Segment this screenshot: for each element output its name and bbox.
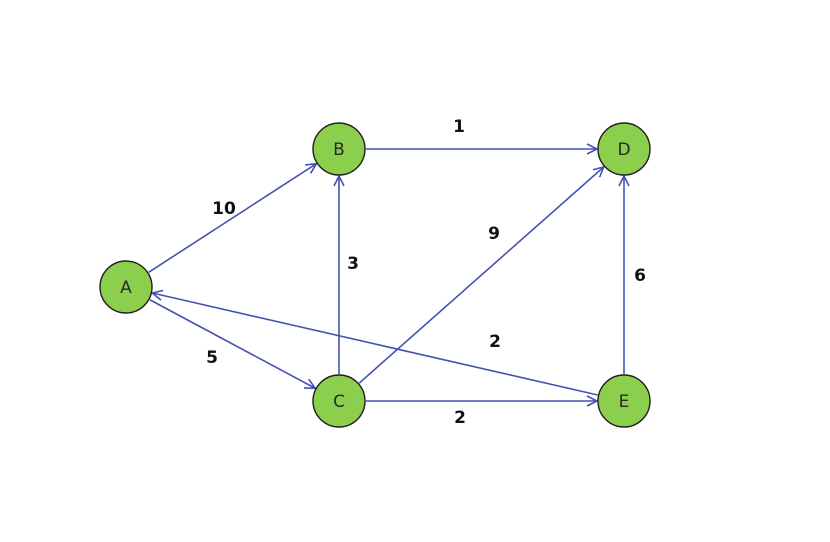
node-circle [99, 260, 153, 314]
edge-weight-a-c: 5 [206, 348, 218, 368]
edge-weight-c-e: 2 [454, 408, 466, 428]
node-a: A [99, 260, 153, 314]
edge-weights-layer: 10 5 1 3 9 2 2 6 [206, 117, 646, 428]
node-circle [312, 374, 366, 428]
node-circle [597, 122, 651, 176]
edge-weight-c-d: 9 [488, 224, 500, 244]
edge-a-c [149, 299, 315, 389]
edge-weight-e-a: 2 [489, 332, 501, 352]
node-label: B [333, 140, 345, 160]
edge-weight-a-b: 10 [212, 199, 236, 219]
edges-layer [148, 149, 624, 401]
node-e: E [597, 374, 651, 428]
node-label: D [617, 140, 630, 160]
node-label: A [120, 278, 132, 298]
edge-a-b [148, 164, 317, 273]
edge-c-d [358, 167, 604, 384]
edge-e-a [152, 293, 598, 396]
node-circle [597, 374, 651, 428]
node-label: C [333, 392, 345, 412]
node-circle [312, 122, 366, 176]
node-b: B [312, 122, 366, 176]
edge-weight-b-d: 1 [453, 117, 465, 137]
edge-weight-c-b: 3 [347, 254, 359, 274]
node-c: C [312, 374, 366, 428]
edge-weight-e-d: 6 [634, 266, 646, 286]
node-d: D [597, 122, 651, 176]
node-label: E [619, 392, 630, 412]
nodes-layer: A B C D E [99, 122, 651, 428]
